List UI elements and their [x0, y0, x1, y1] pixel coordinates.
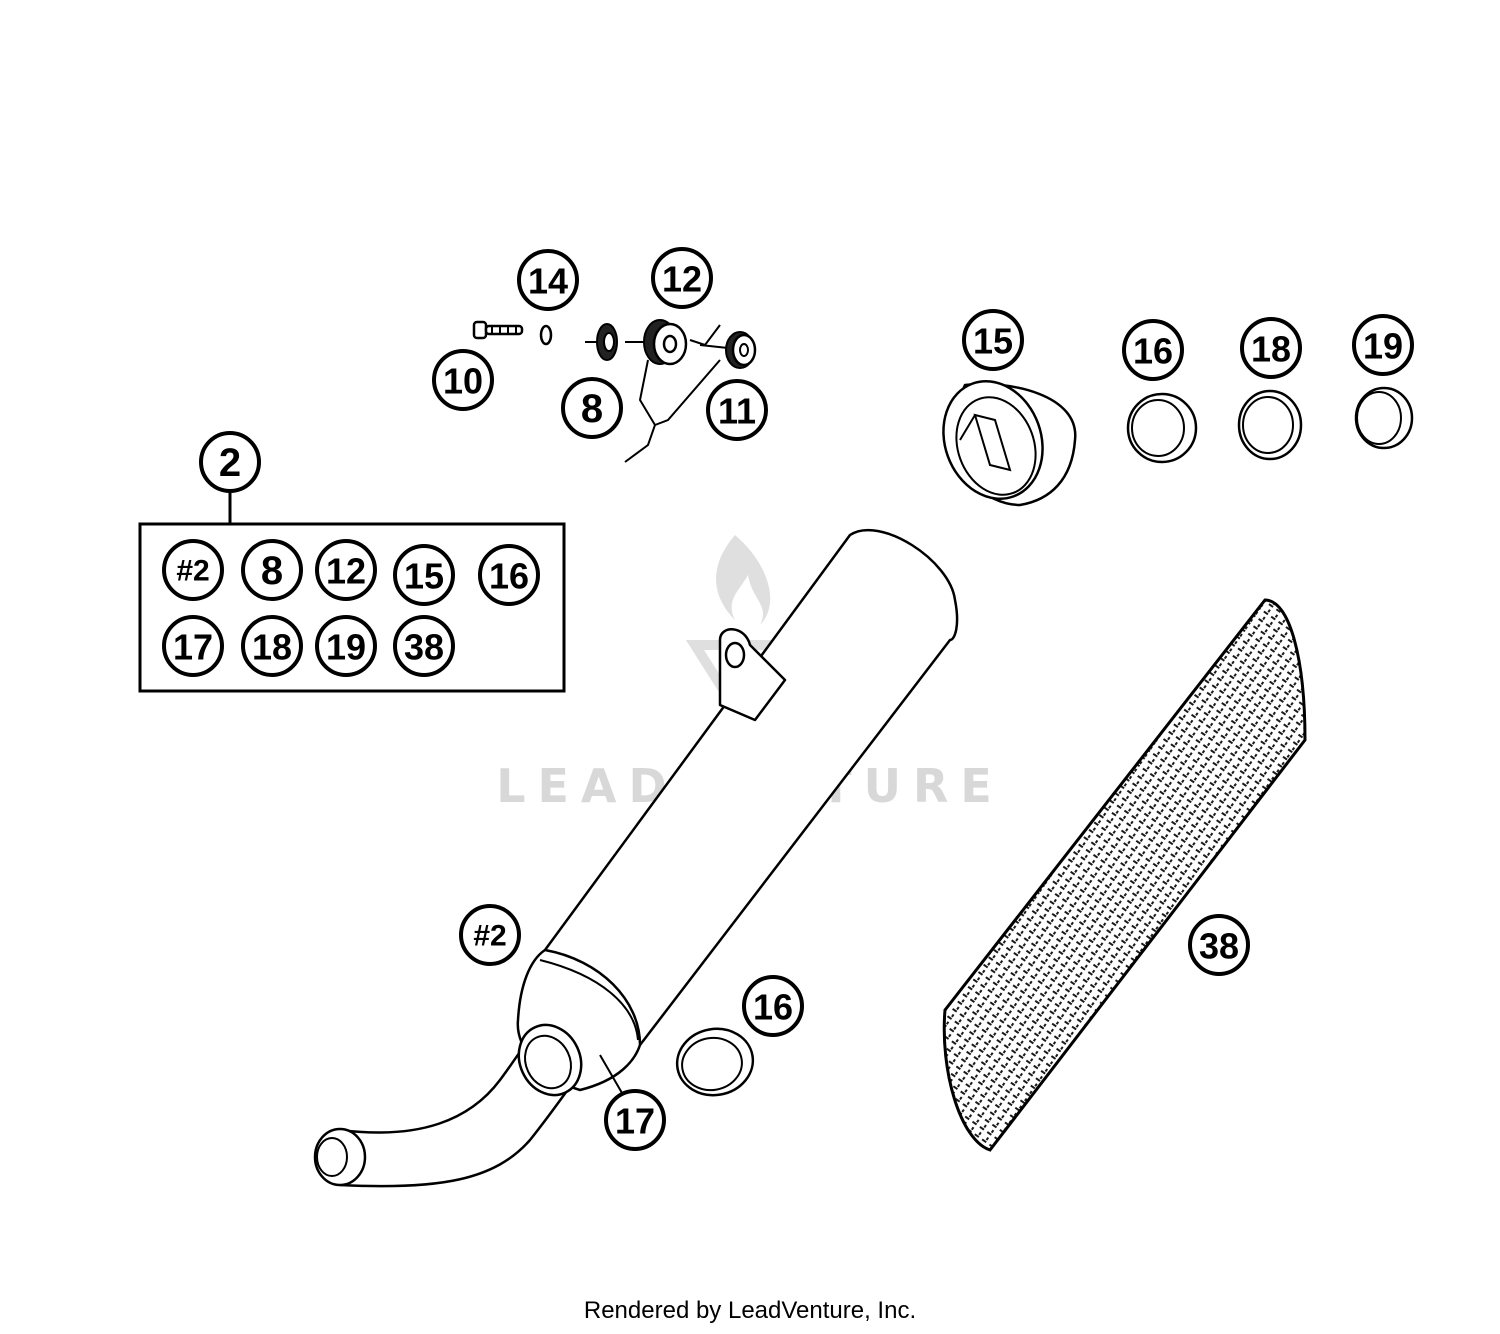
callout-18: 18: [1240, 317, 1302, 379]
silencer-body-part: [313, 528, 959, 1188]
kit-callout: 8: [241, 539, 303, 601]
end-cap-part: [942, 380, 1077, 507]
grommet-washer-part: [699, 331, 757, 369]
svg-text:2: 2: [219, 441, 241, 485]
callout-silencer: #2: [459, 904, 521, 966]
bracket-grommet-part: [624, 319, 721, 463]
flame-logo-icon: [716, 535, 771, 625]
svg-text:38: 38: [404, 627, 444, 668]
kit-callout: 12: [315, 539, 377, 601]
svg-text:12: 12: [662, 259, 702, 300]
ring-part-19: [1354, 386, 1414, 450]
svg-text:17: 17: [615, 1101, 655, 1142]
kit-callout: #2: [162, 539, 224, 601]
svg-text:10: 10: [443, 361, 483, 402]
svg-text:16: 16: [753, 987, 793, 1028]
callout-17: 17: [604, 1089, 666, 1151]
svg-text:19: 19: [326, 627, 366, 668]
svg-text:12: 12: [326, 551, 366, 592]
callout-2: 2: [199, 431, 261, 493]
washer-part: [585, 323, 618, 361]
callout-8: 8: [561, 377, 623, 439]
callout-12: 12: [651, 247, 713, 309]
kit-callout: 16: [478, 544, 540, 606]
svg-text:8: 8: [261, 549, 283, 593]
callout-14: 14: [517, 249, 579, 311]
svg-text:19: 19: [1363, 326, 1403, 367]
ring-part-lower: [675, 1027, 755, 1097]
callout-38: 38: [1188, 914, 1250, 976]
svg-text:16: 16: [489, 556, 529, 597]
svg-text:16: 16: [1133, 331, 1173, 372]
svg-text:15: 15: [973, 321, 1013, 362]
footer-credit: Rendered by LeadVenture, Inc.: [584, 1297, 916, 1324]
svg-text:38: 38: [1199, 926, 1239, 967]
leader-line-17: [599, 1054, 623, 1094]
svg-text:11: 11: [718, 391, 756, 432]
svg-text:8: 8: [581, 387, 603, 431]
small-washer-part: [539, 324, 553, 346]
callout-11: 11: [706, 379, 768, 441]
svg-text:17: 17: [173, 627, 213, 668]
kit-callout: 18: [241, 615, 303, 677]
callout-16-lower: 16: [742, 975, 804, 1037]
svg-text:15: 15: [404, 556, 444, 597]
ring-part-18: [1237, 389, 1303, 461]
svg-text:#2: #2: [176, 555, 209, 588]
kit-callout: 19: [315, 615, 377, 677]
callout-15: 15: [962, 309, 1024, 371]
callout-16: 16: [1122, 319, 1184, 381]
svg-text:18: 18: [1251, 329, 1291, 370]
svg-text:14: 14: [528, 261, 568, 302]
callout-19: 19: [1352, 314, 1414, 376]
kit-callout: 38: [393, 615, 455, 677]
ring-part-upper: [1126, 392, 1198, 464]
heat-shield-part: [942, 598, 1307, 1152]
callout-10: 10: [432, 349, 494, 411]
kit-callout: 17: [162, 615, 224, 677]
svg-text:#2: #2: [473, 920, 506, 953]
svg-text:18: 18: [252, 627, 292, 668]
kit-callout: 15: [393, 544, 455, 606]
bolt-part: [472, 320, 524, 340]
